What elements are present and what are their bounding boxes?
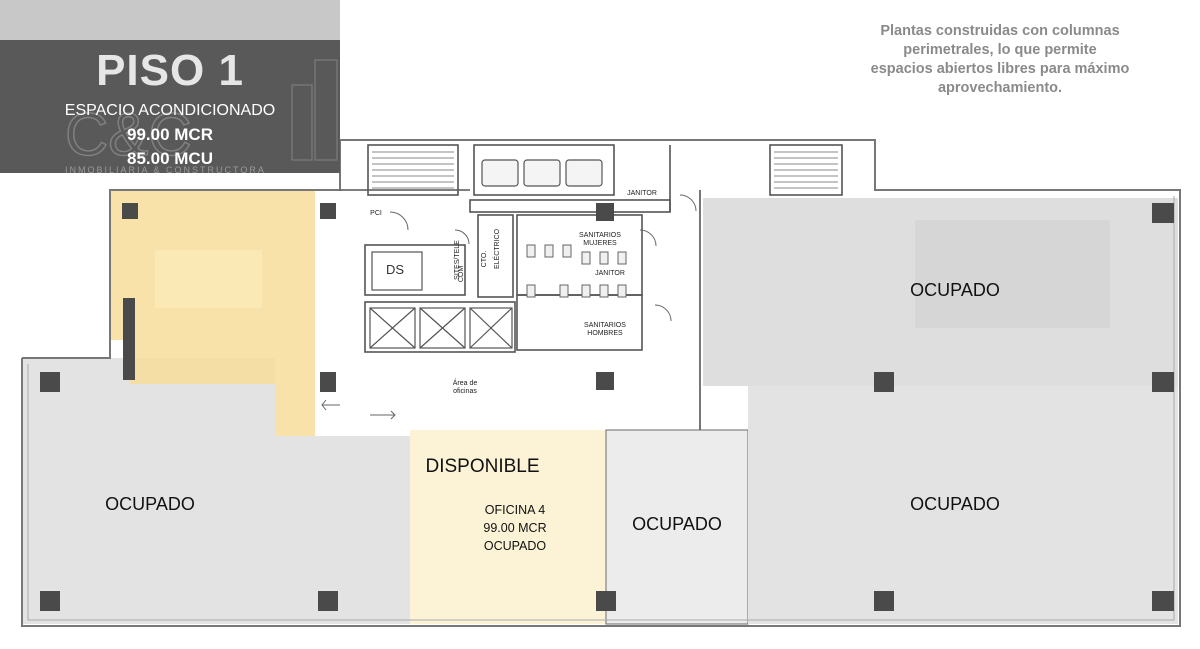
core-walls bbox=[340, 144, 843, 430]
column bbox=[1152, 591, 1174, 611]
columns bbox=[40, 203, 1174, 611]
company-logo-watermark: C&C INMOBILIARIA & CONSTRUCTORA bbox=[64, 59, 338, 175]
label-janitor-top: JANITOR bbox=[627, 190, 657, 197]
zone-label-top-right: OCUPADO bbox=[910, 280, 1000, 300]
office-area: 99.00 MCR bbox=[483, 521, 547, 535]
label-pci: PCI bbox=[370, 210, 382, 217]
column bbox=[40, 591, 60, 611]
column bbox=[874, 591, 894, 611]
label-electrico: ELÉCTRICO bbox=[494, 228, 501, 270]
office-name: OFICINA 4 bbox=[484, 503, 546, 517]
space-type-label: ESPACIO ACONDICIONADO bbox=[64, 102, 276, 119]
conditioned-inner bbox=[155, 250, 262, 308]
column bbox=[40, 372, 60, 392]
office-status: OCUPADO bbox=[483, 539, 547, 553]
label-area-oficinas: Área de oficinas bbox=[452, 380, 478, 395]
zone-label-available: DISPONIBLE bbox=[425, 456, 540, 477]
column bbox=[122, 203, 138, 219]
area-mcr: 99.00 MCR bbox=[127, 125, 213, 144]
area-mcu: 85.00 MCU bbox=[127, 149, 213, 168]
column bbox=[318, 591, 338, 611]
construction-note: Plantas construidas con columnas perimet… bbox=[870, 23, 1130, 96]
svg-text:INMOBILIARIA & CONSTRUCTORA: INMOBILIARIA & CONSTRUCTORA bbox=[65, 165, 266, 175]
column bbox=[596, 203, 614, 221]
stairs-left bbox=[372, 151, 454, 189]
bottom-right-occupied-zone bbox=[748, 385, 1178, 624]
doors bbox=[321, 194, 697, 420]
zone-label-center: OCUPADO bbox=[632, 514, 722, 534]
column bbox=[1152, 372, 1174, 392]
label-ductos: DS bbox=[385, 262, 405, 277]
label-sanitarios-mujeres: SANITARIOS MUJERES bbox=[579, 232, 621, 247]
label-janitor-mid: JANITOR bbox=[595, 270, 625, 277]
zone-label-left: OCUPADO bbox=[105, 494, 195, 514]
svg-text:C&C: C&C bbox=[65, 101, 192, 168]
top-right-inner-shade bbox=[915, 220, 1110, 328]
column bbox=[874, 372, 894, 392]
available-zone bbox=[410, 430, 606, 624]
column bbox=[596, 372, 614, 390]
bathroom-fixtures bbox=[526, 244, 627, 298]
office-info: OFICINA 4 99.00 MCR OCUPADO bbox=[460, 501, 570, 555]
elevators bbox=[369, 251, 513, 349]
floor-title: PISO 1 bbox=[96, 46, 244, 95]
zone-label-bottom-right: OCUPADO bbox=[910, 494, 1000, 514]
column bbox=[1152, 203, 1174, 223]
label-cto: CTO. bbox=[481, 250, 488, 268]
label-sanitarios-hombres: SANITARIOS HOMBRES bbox=[584, 322, 626, 337]
stairs-right bbox=[774, 151, 838, 189]
column bbox=[320, 203, 336, 219]
column bbox=[123, 298, 135, 380]
ac-units bbox=[481, 159, 603, 187]
column bbox=[596, 591, 616, 611]
header-panel bbox=[0, 40, 340, 173]
header-top-band bbox=[0, 0, 340, 40]
label-com: COM bbox=[458, 265, 465, 283]
outer-walls bbox=[21, 139, 1181, 627]
column bbox=[320, 372, 336, 392]
